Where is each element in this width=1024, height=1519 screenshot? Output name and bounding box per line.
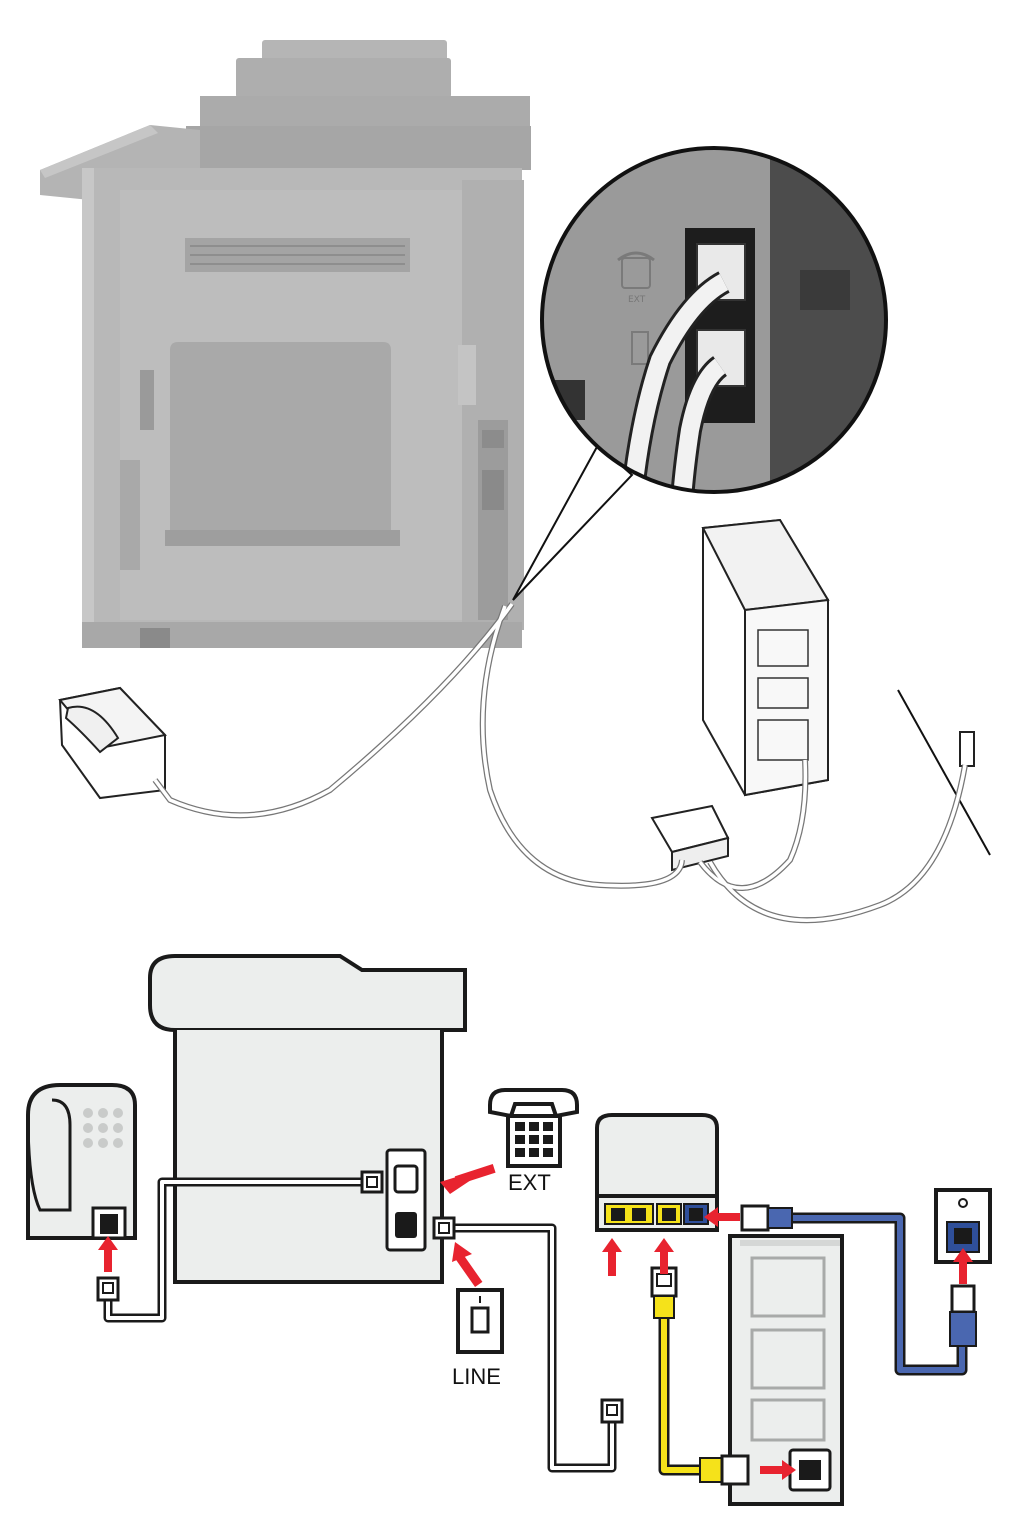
port-magnifier: EXT xyxy=(512,146,888,601)
photo-ext-label: EXT xyxy=(628,295,646,305)
printer-schematic xyxy=(148,954,467,1284)
rj11-plug-icon xyxy=(96,1276,120,1302)
modem-photo xyxy=(650,804,730,872)
wall-jack-icon xyxy=(456,1288,504,1354)
wall-photo xyxy=(897,689,991,856)
telephone-photo xyxy=(58,686,167,800)
rj11-plug-icon xyxy=(432,1216,456,1240)
phone-icon xyxy=(488,1088,579,1168)
rj45-plug-icon xyxy=(949,1284,977,1347)
rj11-plug-icon xyxy=(360,1170,384,1194)
printer-rear-view xyxy=(40,40,531,648)
schematic-cables xyxy=(103,1177,968,1476)
computer-tower-photo xyxy=(701,518,830,797)
rj11-plug-icon xyxy=(600,1398,624,1424)
telephone-schematic xyxy=(26,1083,137,1240)
photo-cables xyxy=(152,602,968,924)
phone-icon xyxy=(617,251,655,289)
line-label: LINE xyxy=(452,1364,501,1389)
arrow-icon xyxy=(98,1164,973,1480)
wall-jack-schematic xyxy=(934,1188,992,1264)
rj45-plug-icon xyxy=(650,1266,678,1319)
rj45-plug-icon xyxy=(740,1204,793,1232)
computer-schematic xyxy=(728,1234,844,1506)
rj45-plug-icon xyxy=(699,1454,750,1486)
ext-label: EXT xyxy=(508,1170,551,1195)
modem-schematic xyxy=(595,1113,719,1232)
